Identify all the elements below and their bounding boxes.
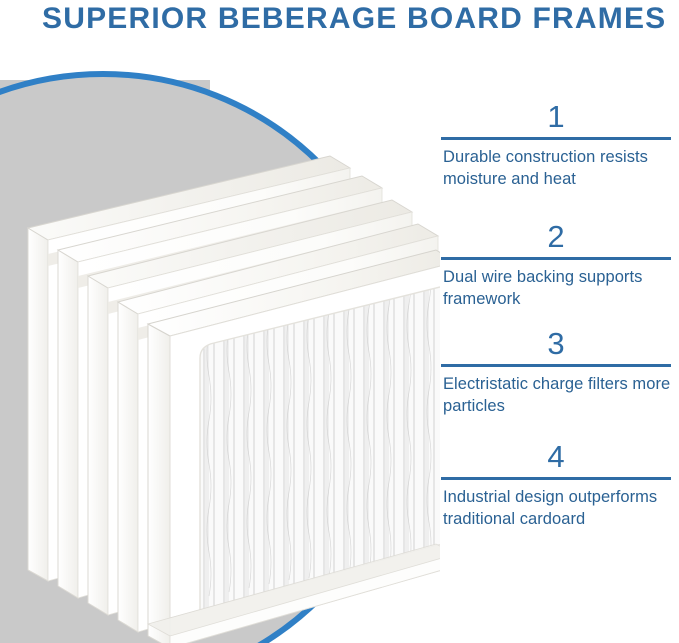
feature-item-1: 1 Durable construction resists moisture … [437,100,675,190]
feature-text-1: Durable construction resists moisture an… [443,148,648,188]
feature-number-1: 1 [547,99,565,134]
feature-item-4: 4 Industrial design outperforms traditio… [437,440,675,530]
page-title: SUPERIOR BEBERAGE BOARD FRAMES [42,2,667,35]
feature-text-3: Electristatic charge filters more partic… [443,375,671,415]
feature-number-2: 2 [547,219,565,254]
feature-item-3: 3 Electristatic charge filters more part… [437,327,675,417]
feature-divider-1 [441,137,671,140]
feature-number-4: 4 [547,439,565,474]
feature-item-2: 2 Dual wire backing supports framework [437,220,675,310]
blue-ring-circle [0,71,413,643]
feature-divider-2 [441,257,671,260]
product-image-panel [0,58,440,643]
feature-number-3: 3 [547,326,565,361]
feature-text-4: Industrial design outperforms traditiona… [443,488,658,528]
feature-divider-3 [441,364,671,367]
feature-divider-4 [441,477,671,480]
feature-text-2: Dual wire backing supports framework [443,268,643,308]
